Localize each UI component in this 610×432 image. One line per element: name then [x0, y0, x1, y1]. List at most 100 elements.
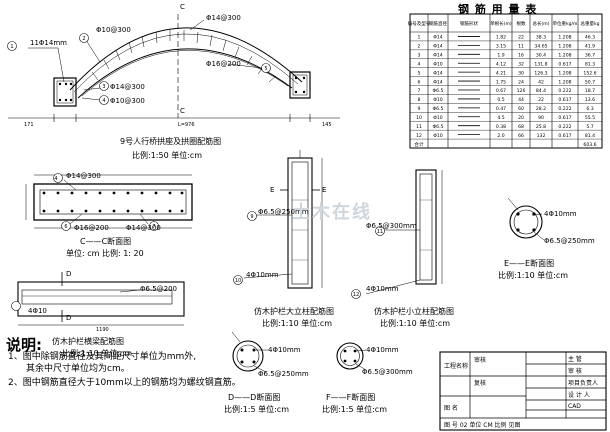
ff-title: F——F断面图: [326, 392, 375, 402]
callout-11: 11: [377, 229, 383, 235]
cc-callout-6: 6: [64, 224, 67, 230]
table-cell: 32: [518, 61, 524, 67]
th-0: 编号及型号: [408, 20, 431, 27]
arch-dots: [58, 76, 306, 102]
table-cell: 68: [518, 124, 524, 130]
table-title: 钢 筋 用 量 表: [458, 3, 538, 16]
cc-labels: 4 6 7 Φ14@300 Φ16@200 Φ14@300 C——C断面图 单位…: [54, 172, 160, 258]
table-cell: 603.6: [583, 142, 596, 148]
rail-outline: [17, 281, 185, 317]
notes-title: 说明:: [6, 336, 42, 354]
ff-bars: [343, 349, 357, 363]
table-cell: 1.9: [497, 53, 504, 59]
cc-cage: [39, 189, 187, 215]
arch-labels: C C 11Φ14mm Φ10@300 Φ14@300 Φ16@200 Φ14@…: [24, 3, 332, 160]
table-cell: 4.21: [496, 70, 506, 76]
small-post-callout-circles: [351, 226, 385, 299]
tb-r4: 设 计 人: [568, 391, 590, 399]
table-cell: 11: [416, 124, 422, 130]
right-abutment-cage: [292, 74, 308, 96]
th-1: 钢筋直径: [429, 20, 447, 27]
arch-outer-bar: [73, 33, 299, 93]
table-cell: 1.208: [558, 70, 571, 76]
label-phi10-300-left: Φ10@300: [110, 97, 145, 105]
cc-callout-5: 4: [54, 176, 57, 182]
big-post-label2: 4Φ10mm: [246, 271, 279, 279]
table-cell: 1.75: [496, 79, 506, 85]
dd-bars: [240, 348, 256, 364]
callout-9: 9: [250, 214, 253, 220]
table-cell: 38.3: [536, 35, 546, 41]
title-block: [439, 351, 607, 431]
left-abutment-cage: [56, 80, 74, 104]
table-cell: 20: [518, 115, 524, 121]
small-post-cage: [419, 173, 433, 281]
cc-bars: [42, 191, 184, 213]
arch-scale: 比例:1:50 单位:cm: [132, 150, 202, 160]
arch-title: 9号人行桥拱座及拱圈配筋图: [120, 136, 221, 146]
table-cell: Φ10: [433, 97, 443, 103]
table-cell: Φ14: [433, 35, 443, 41]
tb-check: 复核: [474, 379, 486, 387]
table-cell: 1.208: [558, 79, 571, 85]
tb-foot: 图 号 02 单位 CM 比例 见图: [444, 421, 520, 429]
tb-r2: 审 核: [568, 367, 582, 375]
table-cell: Φ14: [433, 44, 443, 50]
table-cell: Φ6.5: [433, 124, 444, 130]
tb-r5: CAD: [568, 403, 581, 410]
tb-project: 工程名称: [444, 362, 468, 370]
table-cell: 1: [418, 35, 421, 41]
dd-stirrup: [236, 344, 260, 368]
table-cell: 55.5: [585, 115, 595, 121]
note-line-1: 1、图中除钢筋直径及其间距尺寸单位为mm外,: [8, 352, 197, 362]
table-cell: 0.222: [558, 88, 571, 94]
big-post-callout-circles: [233, 211, 257, 285]
table-header: 编号及型号 钢筋直径 钢筋形状 单根长(m) 根数 总长(m) 单位重kg/m …: [408, 20, 600, 27]
table-cell: Φ14: [433, 53, 443, 59]
rail-label-4phi10: 4Φ10: [28, 307, 47, 315]
small-post: [365, 169, 443, 295]
tb-r1: 主 管: [568, 355, 582, 363]
table-cell: 44: [518, 97, 524, 103]
dd-label2: Φ6.5@250mm: [258, 370, 309, 378]
rail-scale: 比例:1:10 单位:cm: [62, 348, 132, 358]
table-cell: 46.3: [585, 35, 595, 41]
ff-scale: 比例:1:5 单位:cm: [322, 404, 387, 414]
ff-section: [336, 342, 367, 371]
tb-r3: 项目负责人: [568, 379, 598, 387]
table-cell: 132: [537, 133, 546, 139]
table-cell: 4.12: [496, 61, 506, 67]
callout-4: 4: [102, 98, 105, 104]
table-cell: 13.6: [585, 97, 595, 103]
small-post-labels: 11 12 Φ6.5@300mm 4Φ10mm 仿木护栏小立柱配筋图 比例:1:…: [353, 222, 454, 328]
table-cell: 5: [418, 70, 421, 76]
table-cell: 3.15: [496, 44, 506, 50]
table-cell: 81.4: [585, 133, 595, 139]
table-cell: 0.38: [496, 124, 506, 130]
th-7: 总重量kg: [581, 20, 600, 27]
rail-d-bot: D: [66, 314, 71, 322]
big-post-title: 仿木护栏大立柱配筋图: [254, 306, 334, 316]
ee-labels: 4Φ10mm Φ6.5@250mm E——E断面图 比例:1:10 单位:cm: [498, 210, 595, 280]
ee-label2: Φ6.5@250mm: [544, 237, 595, 245]
tb-drawing: 图 名: [444, 404, 458, 412]
ff-label2: Φ6.5@300mm: [362, 368, 413, 376]
table-cell: 5.7: [586, 124, 593, 130]
table-cell: 18.7: [585, 88, 595, 94]
ee-title: E——E断面图: [504, 258, 554, 268]
table-cell: 28.2: [536, 106, 546, 112]
callout-2: 2: [82, 36, 85, 42]
rail-title: 仿木护栏横梁配筋图: [52, 336, 124, 346]
table-cell: 41.9: [585, 44, 595, 50]
table-cell: 131.8: [534, 61, 547, 67]
rail-cage: [21, 289, 173, 305]
dd-section: [231, 331, 268, 373]
table-frame: [409, 13, 603, 149]
table-cell: 1.208: [558, 44, 571, 50]
arch-stirrups: [91, 30, 277, 83]
table-cell: 6.3: [586, 106, 593, 112]
small-post-title: 仿木护栏小立柱配筋图: [374, 306, 454, 316]
rail-dim: 1190: [96, 327, 109, 333]
rail-d-top: D: [66, 270, 71, 278]
dd-outer: [232, 340, 264, 372]
